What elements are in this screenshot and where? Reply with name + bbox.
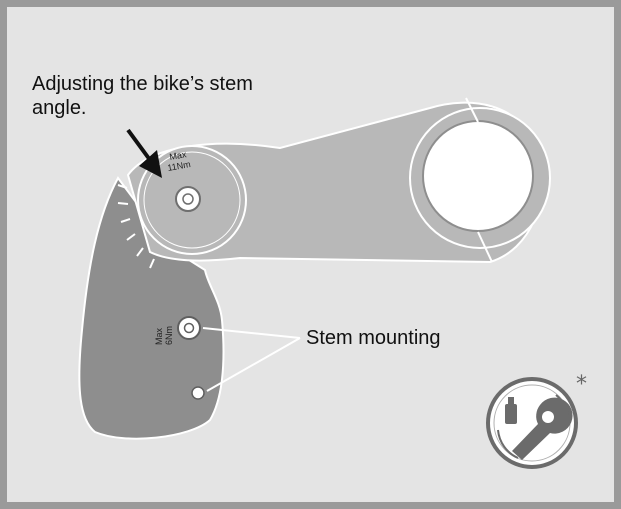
clamp-split-bottom: [477, 231, 493, 263]
lower-mounting-hole: [191, 386, 205, 400]
upper-torque-value: 11Nm: [167, 159, 192, 173]
lower-torque-value: 6Nm: [164, 326, 174, 345]
mounting-leader-lines: [202, 327, 301, 392]
stem-base-body: [78, 176, 225, 440]
upper-bolt-hex: [182, 193, 194, 205]
angle-callout-arrow: [126, 128, 162, 178]
tool-badge-asterisk: *: [576, 372, 587, 397]
lower-torque-max: Max: [154, 327, 164, 345]
angle-scale: [117, 184, 155, 269]
lower-bolt: [177, 316, 201, 340]
stem-angle-label: Adjusting the bike’s stem angle.: [32, 73, 253, 119]
clamp-split-top: [465, 97, 479, 123]
lower-bolt-hex: [183, 322, 195, 334]
stem-mounting-label: Stem mounting: [306, 327, 441, 349]
pivot-disk-inner-ring: [143, 151, 241, 249]
upper-torque-max: Max: [169, 149, 188, 162]
torque-wrench-tool-icon: [486, 377, 578, 469]
handlebar-hole: [422, 120, 534, 232]
upper-bolt: [175, 186, 201, 212]
